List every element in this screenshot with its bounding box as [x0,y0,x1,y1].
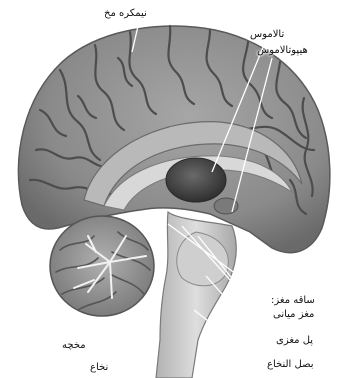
label-thalamus: تالاموس [250,29,284,41]
label-cerebellum: مخچه [62,340,86,352]
label-brainstem: ساقه مغز: [271,295,315,307]
cerebellum-shape [50,216,154,316]
label-hypothalamus: هیپوتالاموس [257,45,308,57]
label-midbrain: مغز میانی [273,309,314,321]
label-cerebral-hemisphere: نیمکره مخ [104,8,147,20]
brainstem-shape [156,212,236,378]
thalamus-shape [166,158,226,202]
label-spinal-cord: نخاع [90,362,108,374]
label-medulla: بصل النخاع [267,359,314,371]
label-pons: پل مغزی [276,335,313,347]
